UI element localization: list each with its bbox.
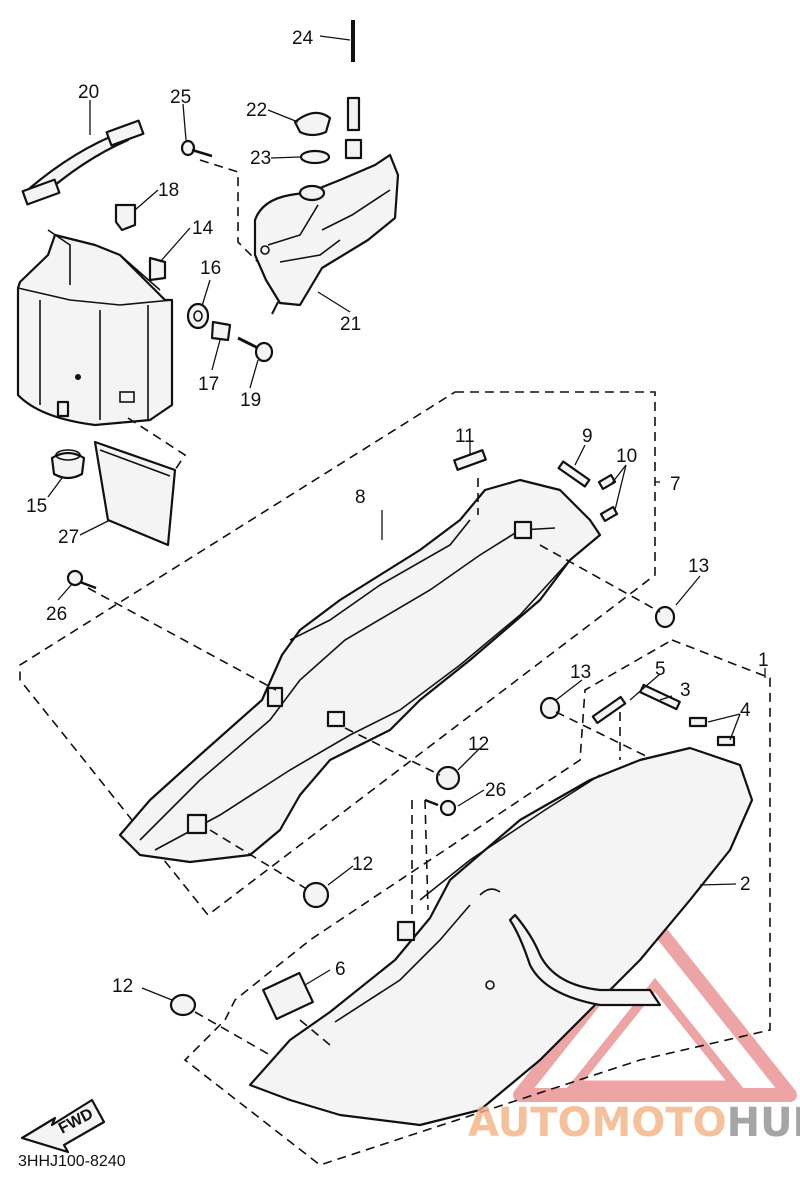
callout-26-a: 26 [46, 604, 67, 625]
callout-23: 23 [250, 148, 271, 169]
screw-25 [180, 139, 213, 158]
callout-19: 19 [240, 390, 261, 411]
grommet-12-a [435, 765, 461, 791]
callout-11: 11 [455, 426, 475, 447]
callout-13-a: 13 [688, 556, 709, 577]
pad-9 [557, 460, 591, 488]
callout-7: 7 [670, 474, 681, 495]
grommet-12-b [302, 881, 330, 909]
battery-box [16, 229, 174, 427]
callout-25: 25 [170, 87, 191, 108]
side-cover-8 [118, 478, 602, 864]
clip-10a [597, 473, 617, 491]
watermark-part1: AUTOMOTO [468, 1100, 727, 1146]
callout-12-a: 12 [468, 734, 489, 755]
pad-11 [453, 449, 487, 471]
callout-1: 1 [758, 650, 769, 671]
cap-22 [293, 111, 332, 137]
callout-17: 17 [198, 374, 219, 395]
callout-12-c: 12 [112, 976, 133, 997]
callout-21: 21 [340, 314, 361, 335]
damper-16 [186, 302, 210, 330]
callout-20: 20 [78, 82, 99, 103]
callout-14: 14 [192, 218, 214, 239]
leader-lines [47, 35, 766, 1001]
screw-26-lower [424, 798, 457, 817]
assembly-outline-1 [183, 639, 771, 1166]
callout-9: 9 [582, 426, 593, 447]
label-6 [262, 971, 314, 1021]
clip-10b [599, 505, 619, 523]
callout-2: 2 [740, 874, 751, 895]
bracket-14 [148, 256, 167, 282]
battery-strap [21, 119, 145, 206]
watermark-part2: HUB [727, 1100, 800, 1146]
callout-15: 15 [26, 496, 47, 517]
callout-10: 10 [616, 446, 637, 467]
washer-23 [299, 149, 331, 165]
bolt-19 [237, 336, 274, 363]
callout-27: 27 [58, 527, 79, 548]
callout-22: 22 [246, 100, 267, 121]
breather-hose-24 [344, 20, 363, 160]
watermark-text: AUTOMOTOHUB [468, 1100, 800, 1146]
pad-5 [591, 695, 627, 725]
callout-26-b: 26 [485, 780, 506, 801]
grommet-15 [50, 449, 86, 480]
clip-4a [688, 716, 708, 728]
grommet-13-lower [539, 696, 561, 720]
callout-13-b: 13 [570, 662, 591, 683]
reservoir-tank [253, 153, 400, 315]
callout-5: 5 [655, 659, 666, 680]
diagram-code: 3HHJ100-8240 [18, 1153, 126, 1170]
collar-17 [210, 320, 232, 342]
grommet-12-c [169, 993, 197, 1017]
callout-4: 4 [740, 700, 751, 721]
cover-plate-27 [93, 440, 177, 547]
callout-6: 6 [335, 959, 346, 980]
callout-8: 8 [355, 487, 366, 508]
callout-3: 3 [680, 680, 691, 701]
callout-24: 24 [292, 28, 314, 49]
assembly-outline-7 [19, 391, 656, 917]
bracket-18 [114, 203, 137, 232]
grommet-13-upper [654, 605, 676, 629]
pad-3 [639, 683, 681, 711]
side-cover-2 [248, 746, 754, 1127]
callout-12-b: 12 [352, 854, 373, 875]
clip-4b [716, 735, 736, 747]
callout-18: 18 [158, 180, 179, 201]
callout-16: 16 [200, 258, 221, 279]
fwd-arrow: FWD [20, 1098, 106, 1154]
screw-26-upper [66, 569, 97, 590]
